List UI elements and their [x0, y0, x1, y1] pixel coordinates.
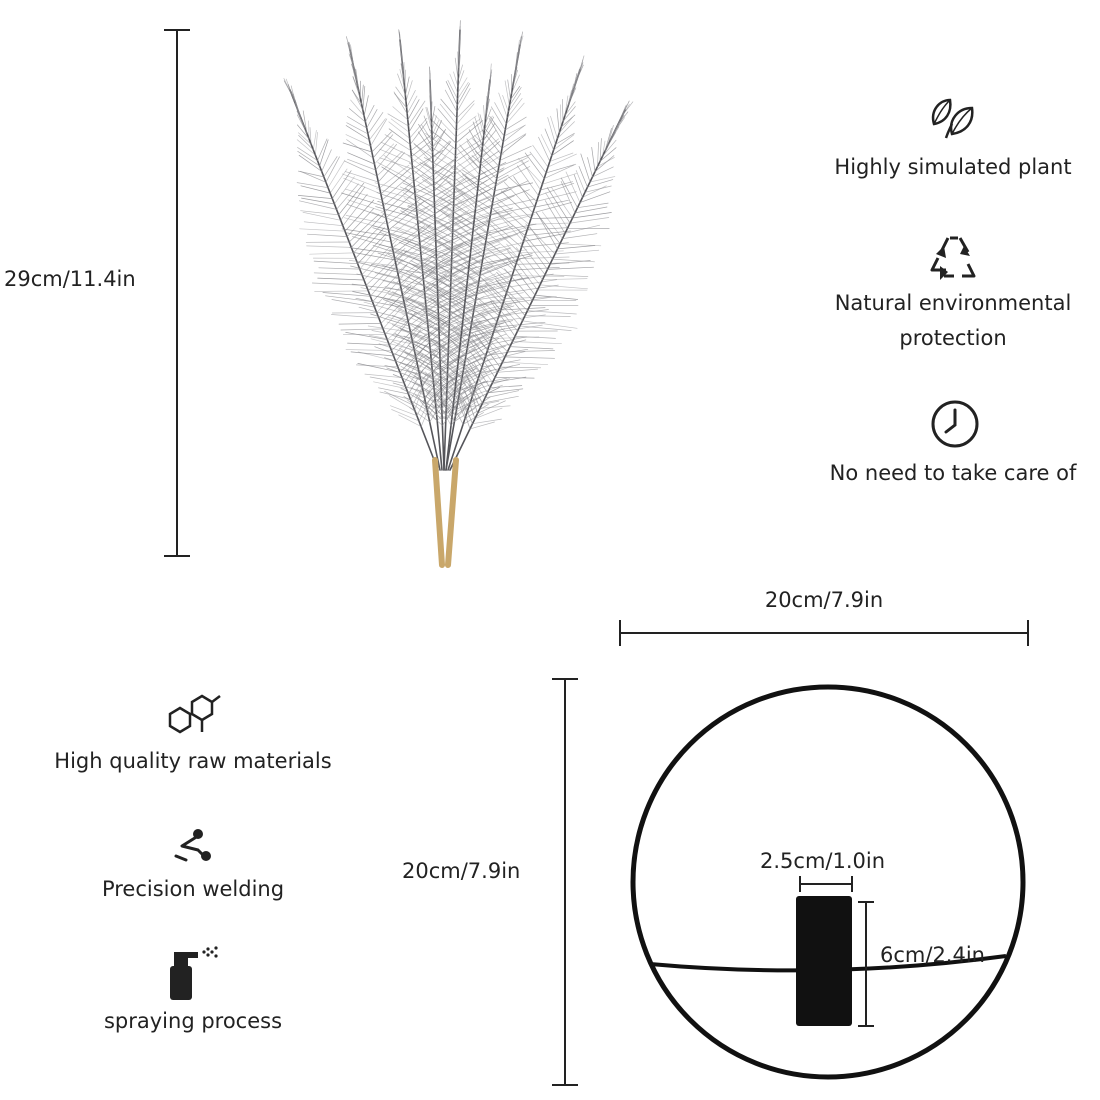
plume-height-dimension-line	[164, 29, 190, 557]
feature-highly-simulated-plant: Highly simulated plant	[834, 155, 1072, 179]
feature-spraying-process: spraying process	[103, 1009, 283, 1033]
clock-icon	[931, 400, 979, 448]
holder-height-label: 6cm/2.4in	[880, 943, 985, 967]
ring-candle-holder-image	[630, 684, 1026, 1080]
recycle-icon	[930, 236, 976, 280]
ring-width-dimension-line	[619, 620, 1029, 646]
feature-precision-welding: Precision welding	[101, 877, 285, 901]
spray-bottle-icon	[170, 946, 218, 1000]
pampas-plume-image	[283, 20, 634, 568]
welding-icon	[174, 829, 211, 862]
leaf-icon	[931, 98, 974, 139]
holder-diameter-label: 2.5cm/1.0in	[760, 849, 886, 873]
feature-environmental-line1: Natural environmental	[834, 291, 1072, 315]
ring-height-dimension-line	[552, 678, 578, 1086]
ring-width-label: 20cm/7.9in	[764, 588, 884, 612]
plume-height-label: 29cm/11.4in	[4, 267, 136, 291]
feature-no-care: No need to take care of	[829, 461, 1077, 485]
feature-environmental-line2: protection	[899, 326, 1007, 350]
molecule-icon	[168, 694, 221, 734]
ring-height-label: 20cm/7.9in	[402, 859, 521, 883]
feature-raw-materials: High quality raw materials	[54, 749, 332, 773]
